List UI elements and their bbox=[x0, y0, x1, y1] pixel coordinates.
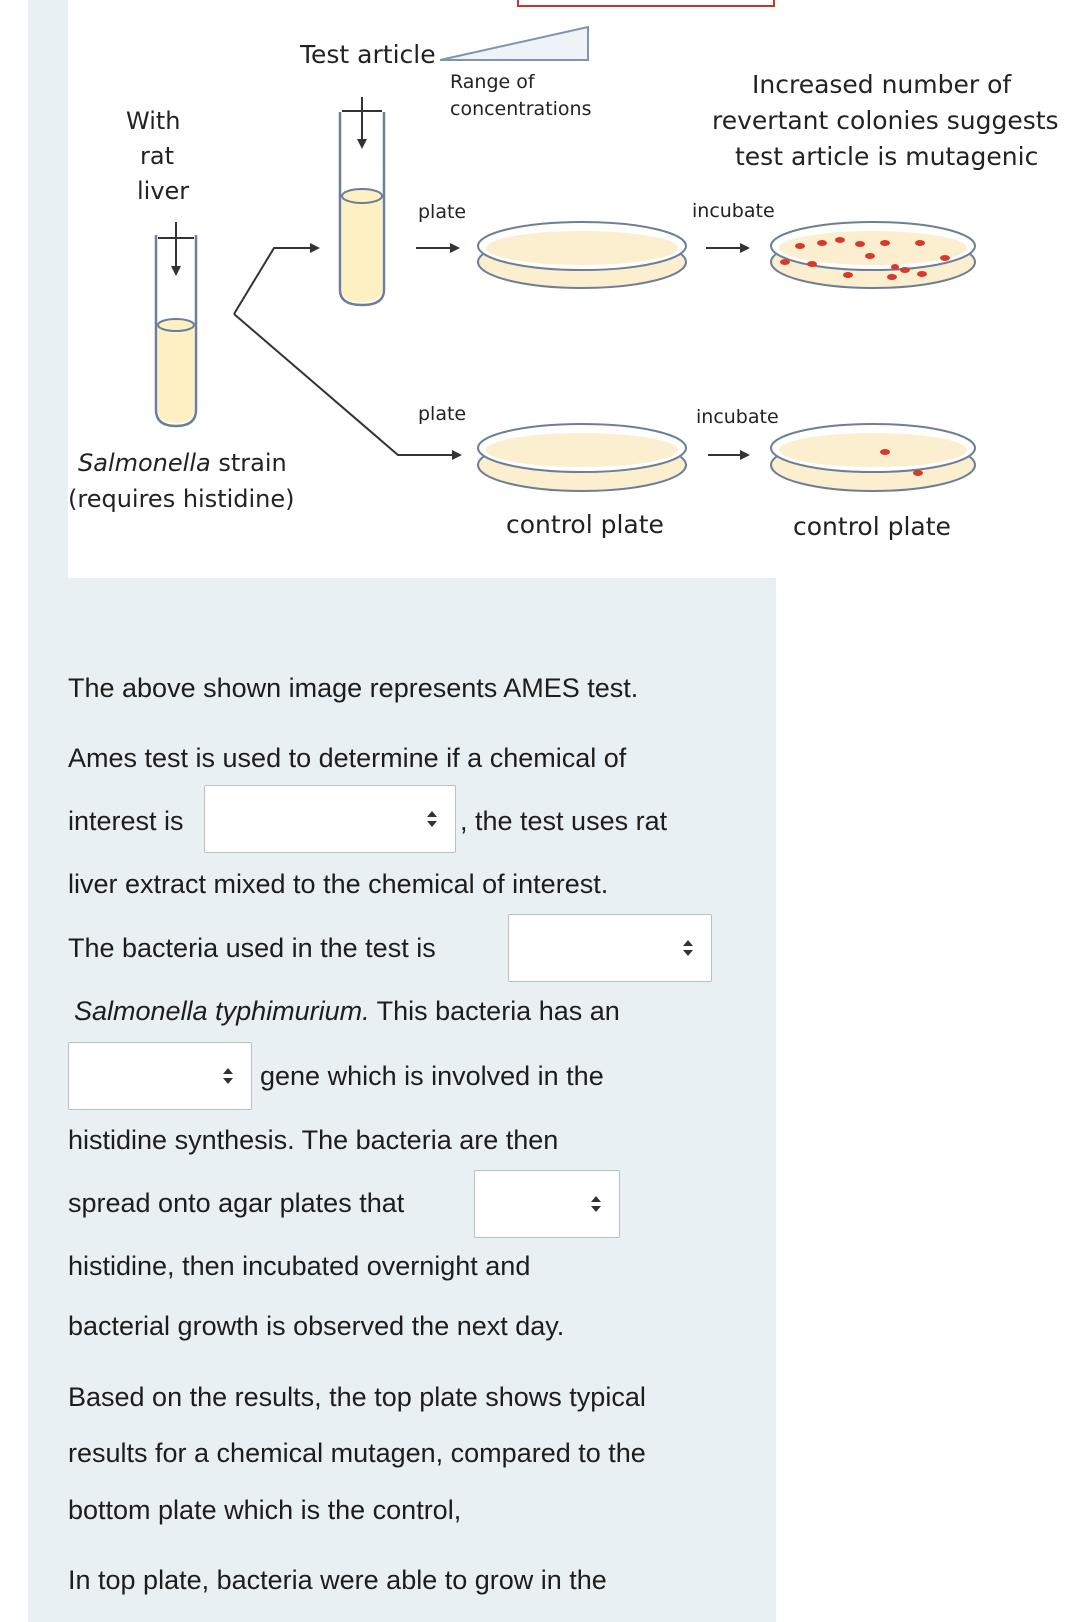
concentration-wedge bbox=[439, 25, 589, 61]
question-line-7: histidine synthesis. The bacteria are th… bbox=[68, 1125, 559, 1155]
question-line-3: liver extract mixed to the chemical of i… bbox=[68, 869, 609, 899]
bottom-result-plate bbox=[770, 423, 976, 492]
top-result-plate bbox=[770, 221, 976, 289]
control-plate-label-2: control plate bbox=[793, 512, 951, 541]
dropdown-4-arrow-icon bbox=[591, 1196, 601, 1212]
liver-label: liver bbox=[137, 177, 189, 205]
dropdown-4[interactable] bbox=[474, 1170, 620, 1238]
dropdown-3[interactable] bbox=[68, 1042, 252, 1110]
question-line-1: Ames test is used to determine if a chem… bbox=[68, 743, 627, 773]
question-line-9: histidine, then incubated overnight and bbox=[68, 1251, 531, 1281]
incubate-label-top: incubate bbox=[692, 200, 775, 222]
question-line-2a: interest is bbox=[68, 806, 184, 836]
question-line-5: Salmonella typhimurium. This bacteria ha… bbox=[74, 996, 620, 1027]
dropdown-3-arrow-icon bbox=[223, 1068, 233, 1084]
increased-label-3: test article is mutagenic bbox=[735, 142, 1038, 171]
species-name: Salmonella typhimurium. bbox=[74, 996, 370, 1026]
ames-test-diagram: Test article Range of concentrations Wit… bbox=[68, 0, 1059, 541]
intro-text: The above shown image represents AMES te… bbox=[68, 673, 639, 703]
results-line-1: Based on the results, the top plate show… bbox=[68, 1382, 646, 1412]
top-plate bbox=[477, 221, 687, 289]
with-label: With bbox=[126, 107, 181, 135]
requires-histidine-label: (requires histidine) bbox=[68, 485, 295, 513]
question-line-4a: The bacteria used in the test is bbox=[68, 933, 436, 963]
cropped-box bbox=[517, 0, 775, 7]
rat-label: rat bbox=[140, 142, 174, 170]
question-line-8a: spread onto agar plates that bbox=[68, 1188, 405, 1218]
dropdown-1[interactable] bbox=[204, 785, 456, 853]
salmonella-label: Salmonella strain bbox=[78, 449, 287, 477]
question-line-6b: gene which is involved in the bbox=[260, 1061, 604, 1091]
test-article-tube bbox=[338, 97, 386, 307]
salmonella-tube bbox=[154, 222, 198, 428]
results-line-3: bottom plate which is the control, bbox=[68, 1495, 462, 1525]
plate-label-top: plate bbox=[418, 201, 466, 223]
concentrations-label: concentrations bbox=[450, 98, 592, 120]
incubate-label-bottom: incubate bbox=[696, 406, 779, 428]
final-line: In top plate, bacteria were able to grow… bbox=[68, 1565, 607, 1595]
question-line-2b: , the test uses rat bbox=[460, 806, 668, 836]
dropdown-2-arrow-icon bbox=[683, 940, 693, 956]
dropdown-2[interactable] bbox=[508, 914, 712, 982]
bottom-plate bbox=[477, 423, 687, 492]
branch-line-top bbox=[233, 247, 310, 315]
control-plate-label-1: control plate bbox=[506, 510, 664, 539]
question-line-5b: This bacteria has an bbox=[369, 996, 620, 1026]
range-label: Range of bbox=[450, 71, 536, 93]
test-article-label: Test article bbox=[299, 40, 436, 69]
plate-label-bottom: plate bbox=[418, 403, 466, 425]
branch-line-bottom bbox=[233, 313, 452, 456]
increased-label-1: Increased number of bbox=[752, 70, 1012, 99]
question-line-10: bacterial growth is observed the next da… bbox=[68, 1311, 565, 1341]
increased-label-2: revertant colonies suggests bbox=[712, 106, 1059, 135]
colonies bbox=[780, 237, 950, 280]
dropdown-1-arrow-icon bbox=[427, 811, 437, 827]
results-line-2: results for a chemical mutagen, compared… bbox=[68, 1438, 646, 1468]
